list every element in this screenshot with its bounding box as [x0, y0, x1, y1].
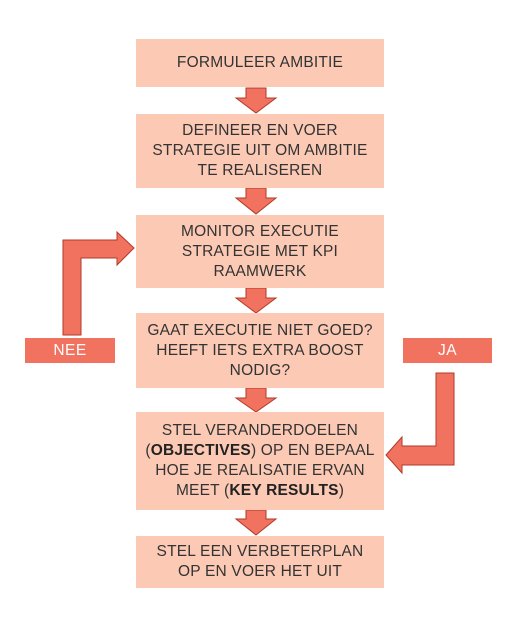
step-decision: GAAT EXECUTIE NIET GOED? HEEFT IETS EXTR…	[136, 313, 384, 388]
down-arrow-1	[234, 87, 278, 114]
step-define-strategy: DEFINEER EN VOER STRATEGIE UIT OM AMBITI…	[136, 114, 384, 188]
no-label: NEE	[25, 338, 115, 363]
step-line: STEL EEN VERBETERPLAN	[156, 543, 364, 560]
step-line: MEET (KEY RESULTS)	[175, 482, 345, 499]
step-line: STRATEGIE UIT OM AMBITIE	[152, 142, 368, 159]
step-line: MONITOR EXECUTIE	[181, 222, 339, 240]
step-line: RAAMWERK	[213, 262, 307, 280]
objectives-bold: OBJECTIVES	[150, 442, 251, 459]
step-line: TE REALISEREN	[197, 162, 323, 179]
step-line: FORMULEER AMBITIE	[176, 54, 344, 71]
ja-arrow	[385, 372, 455, 475]
step-line: STEL VERANDERDOELEN	[161, 422, 359, 439]
down-arrow-2	[234, 187, 278, 215]
step-improvement-plan: STEL EEN VERBETERPLAN OP EN VOER HET UIT	[136, 536, 384, 588]
step-line: (OBJECTIVES) OP EN BEPAAL	[145, 442, 375, 459]
step-line: STRATEGIE MET KPI	[181, 242, 339, 260]
down-arrow-5	[234, 509, 278, 536]
step-line: DEFINEER EN VOER	[182, 122, 338, 139]
step-formulate-ambition: FORMULEER AMBITIE	[136, 39, 384, 87]
step-set-objectives: STEL VERANDERDOELEN (OBJECTIVES) OP EN B…	[136, 412, 384, 510]
nee-loop-arrow	[62, 230, 135, 336]
step-monitor-execution: MONITOR EXECUTIE STRATEGIE MET KPI RAAMW…	[136, 215, 384, 288]
step-line: NODIG?	[229, 361, 291, 379]
yes-label: JA	[403, 338, 492, 363]
step-line: OP EN VOER HET UIT	[177, 563, 343, 580]
down-arrow-4	[234, 387, 278, 413]
key-results-bold: KEY RESULTS	[229, 482, 339, 499]
step-line: HOE JE REALISATIE ERVAN	[155, 462, 365, 479]
down-arrow-3	[234, 287, 278, 314]
step-line: HEEFT IETS EXTRA BOOST	[156, 341, 364, 359]
step-line: GAAT EXECUTIE NIET GOED?	[147, 321, 373, 339]
